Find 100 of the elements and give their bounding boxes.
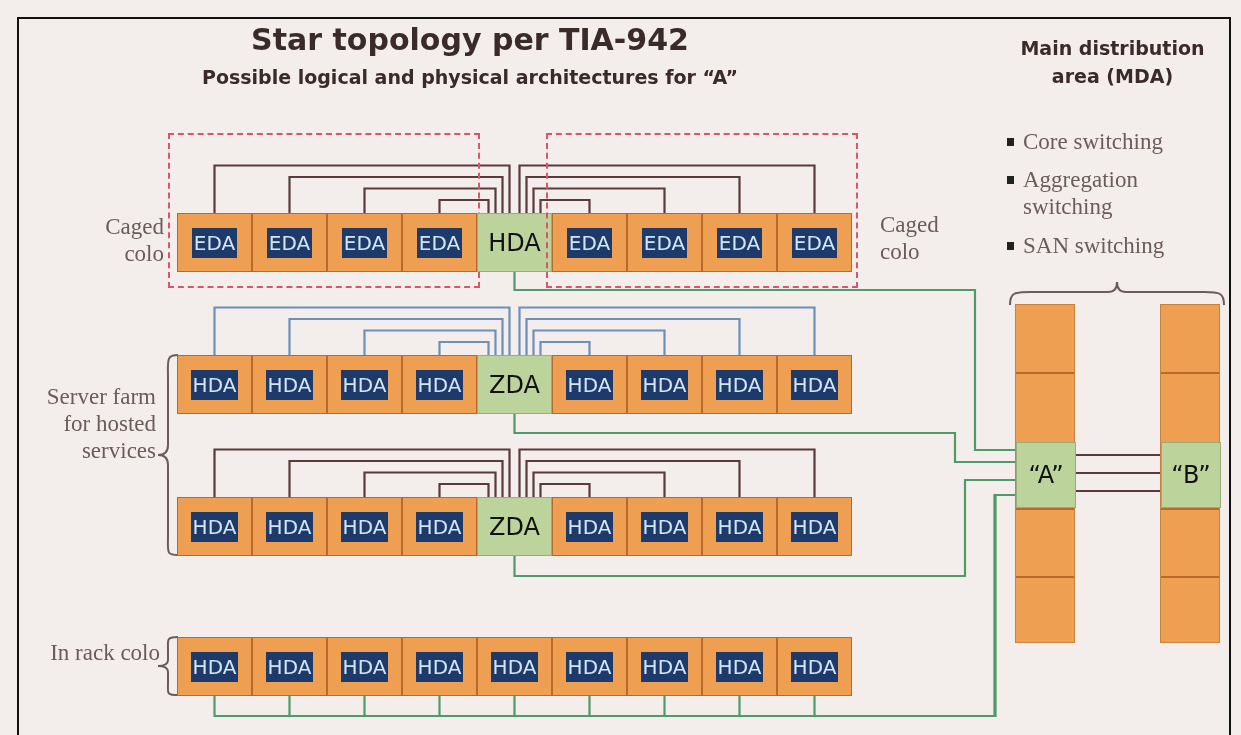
cable-line: [532, 471, 666, 497]
rack-label: HDA: [340, 369, 389, 400]
rack-label: EDA: [266, 227, 313, 258]
cable-line: [518, 306, 816, 355]
cable-line: [525, 459, 741, 497]
rack-box: [402, 637, 477, 696]
cable-line: [513, 414, 1015, 464]
cable-line: [1075, 489, 1160, 493]
rack-box: [327, 355, 402, 414]
rack-label: HDA: [415, 369, 464, 400]
group-label: Caged colo: [880, 211, 940, 265]
rack-label: HDA: [415, 511, 464, 542]
subtitle: Possible logical and physical architectures for “A”: [201, 66, 739, 88]
group-label: Server farm for hosted services: [45, 383, 156, 464]
cable-line: [213, 448, 511, 497]
group-label: In rack colo: [49, 639, 160, 666]
rack-box: [552, 637, 627, 696]
rack-label: HDA: [565, 511, 614, 542]
cable-line: [288, 317, 504, 355]
cable-line: [438, 198, 490, 213]
rack-box: [477, 637, 552, 696]
rack-box: [627, 213, 702, 272]
rack-box: [777, 355, 852, 414]
rack-box: [177, 637, 252, 696]
cable-line: [539, 198, 591, 213]
rack-box: [777, 637, 852, 696]
distribution-box: “B”: [1161, 442, 1221, 508]
rack-box: [177, 497, 252, 556]
cable-line: [363, 471, 497, 497]
cable-line: [532, 329, 666, 355]
rack-box: [552, 213, 627, 272]
cable-line: [539, 482, 591, 497]
rack-box: [252, 355, 327, 414]
rack-label: EDA: [716, 227, 763, 258]
cable-line: [539, 340, 591, 355]
rack-label: HDA: [640, 369, 689, 400]
rack-label: HDA: [565, 369, 614, 400]
rack-box: [627, 355, 702, 414]
rack-label: HDA: [340, 511, 389, 542]
rack-label: EDA: [191, 227, 238, 258]
rack-label: HDA: [190, 369, 239, 400]
rack-label: EDA: [791, 227, 838, 258]
cable-line: [532, 187, 666, 213]
rack-box: [702, 355, 777, 414]
rack-label: HDA: [715, 369, 764, 400]
cable-line: [518, 164, 816, 213]
rack-box: [327, 637, 402, 696]
cable-line: [513, 478, 1015, 578]
title: Star topology per TIA-942: [250, 22, 690, 57]
group-label: Caged colo: [104, 213, 164, 267]
rack-label: EDA: [641, 227, 688, 258]
distribution-box: “A”: [1016, 442, 1076, 508]
cable-line: [513, 272, 1015, 452]
rack-label: EDA: [341, 227, 388, 258]
cable-line: [813, 493, 1015, 718]
rack-label: HDA: [790, 511, 839, 542]
rack-box: [777, 497, 852, 556]
rack-label: EDA: [566, 227, 613, 258]
rack-box: [327, 213, 402, 272]
cable-line: [288, 459, 504, 497]
rack-label: HDA: [265, 369, 314, 400]
cable-line: [518, 448, 816, 497]
rack-label: HDA: [340, 651, 389, 682]
rack-label: HDA: [415, 651, 464, 682]
rack-label: HDA: [715, 651, 764, 682]
rack-box: [702, 213, 777, 272]
rack-box: [177, 213, 252, 272]
rack-label: HDA: [640, 511, 689, 542]
cable-line: [438, 340, 490, 355]
switch-rack-bar: [1160, 304, 1220, 643]
cable-line: [363, 187, 497, 213]
distribution-box: ZDA: [477, 497, 552, 556]
switch-rack-bar: [1015, 304, 1075, 643]
rack-label: EDA: [416, 227, 463, 258]
rack-box: [552, 497, 627, 556]
cable-line: [213, 164, 511, 213]
rack-box: [402, 497, 477, 556]
rack-label: HDA: [565, 651, 614, 682]
cable-line: [438, 482, 490, 497]
rack-box: [627, 497, 702, 556]
rack-label: HDA: [190, 511, 239, 542]
rack-box: [777, 213, 852, 272]
rack-label: HDA: [190, 651, 239, 682]
distribution-box: ZDA: [477, 355, 552, 414]
rack-box: [627, 637, 702, 696]
rack-box: [402, 213, 477, 272]
distribution-box: HDA: [477, 213, 552, 272]
rack-label: HDA: [640, 651, 689, 682]
rack-box: [252, 637, 327, 696]
rack-box: [252, 497, 327, 556]
rack-label: HDA: [790, 651, 839, 682]
rack-label: HDA: [790, 369, 839, 400]
rack-box: [177, 355, 252, 414]
rack-box: [327, 497, 402, 556]
cable-line: [525, 175, 741, 213]
rack-box: [552, 355, 627, 414]
rack-label: HDA: [490, 651, 539, 682]
rack-box: [702, 637, 777, 696]
rack-box: [252, 213, 327, 272]
cable-line: [1075, 453, 1160, 457]
